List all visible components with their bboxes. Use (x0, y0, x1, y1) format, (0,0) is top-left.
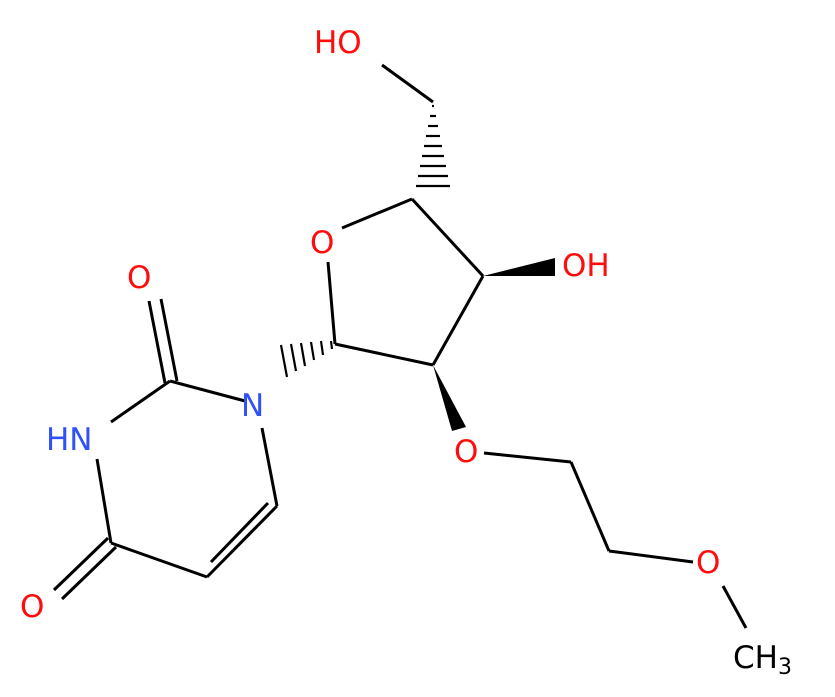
bond-c5-c6-inner (209, 501, 270, 564)
atom-carbonyl-oxygen-bottom: O (20, 589, 44, 625)
bond-c2-o-a (147, 300, 167, 384)
atom-methyl: CH3 (733, 640, 792, 680)
bonds (52, 63, 748, 629)
bond-n3-c4 (95, 458, 113, 544)
bond-oring-c4 (341, 197, 413, 230)
bond-oether-ch2a (483, 451, 572, 464)
atom-ether-oxygen: O (454, 434, 478, 470)
bond-c2-c1 (334, 342, 434, 367)
bond-ho-ch2 (381, 63, 434, 104)
wedge-bond-c2-oether (433, 365, 466, 431)
methyl-label: CH (733, 640, 778, 676)
bond-c1-oring (326, 261, 337, 345)
hashed-bond-c1-n1 (279, 340, 334, 378)
bond-c3-c2 (431, 275, 485, 366)
wedge-bond-c3-oh (483, 258, 555, 276)
bond-ch2b-omethoxy (608, 549, 694, 564)
bond-c4-c3 (410, 197, 485, 278)
atom-n1: N (241, 388, 264, 424)
bond-c4-c5 (110, 541, 208, 579)
atom-nh: HN (46, 422, 93, 458)
atom-ring-oxygen: O (310, 225, 334, 261)
atom-methoxy-oxygen: O (696, 545, 720, 581)
bond-c6-n1 (260, 427, 279, 507)
bond-c5-c6 (205, 504, 279, 579)
methyl-subscript: 3 (778, 655, 792, 680)
bond-ch2a-ch2b (569, 461, 611, 552)
bond-c4-o-a (52, 536, 110, 592)
bond-n1-c2 (169, 379, 246, 403)
atom-ho-top: HO (314, 25, 362, 61)
atom-carbonyl-oxygen-top: O (127, 260, 151, 296)
bond-c2-o-b (159, 298, 179, 382)
bond-omethoxy-ch3 (721, 585, 748, 629)
atom-oh-right: OH (562, 248, 610, 284)
bond-c2-n3 (110, 379, 171, 424)
bond-c4-o-b (60, 545, 118, 601)
hashed-bond-c4-ch2 (416, 104, 450, 188)
